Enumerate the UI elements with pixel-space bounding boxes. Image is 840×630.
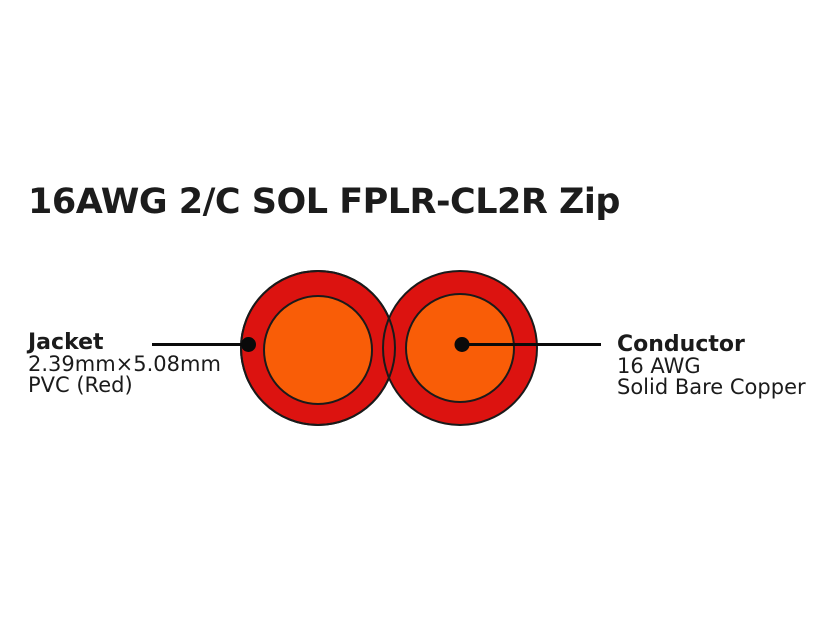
conductor-callout: Conductor 16 AWG Solid Bare Copper [617,334,806,399]
jacket-callout-dimensions: 2.39mm×5.08mm [28,351,221,376]
conductor-anchor-dot [454,337,470,352]
conductor-callout-material: Solid Bare Copper [617,375,806,399]
jacket-anchor-dot [241,337,256,352]
jacket-callout-heading: Jacket [28,330,104,355]
conductor-callout-gauge: 16 AWG [617,353,701,378]
jacket-callout: Jacket 2.39mm×5.08mm PVC (Red) [28,332,221,397]
page-title: 16AWG 2/C SOL FPLR-CL2R Zip [28,182,620,222]
jacket-left-outline [240,270,396,426]
conductor-callout-heading: Conductor [617,332,745,357]
conductor-left-circle [263,295,373,405]
jacket-callout-material: PVC (Red) [28,373,133,397]
